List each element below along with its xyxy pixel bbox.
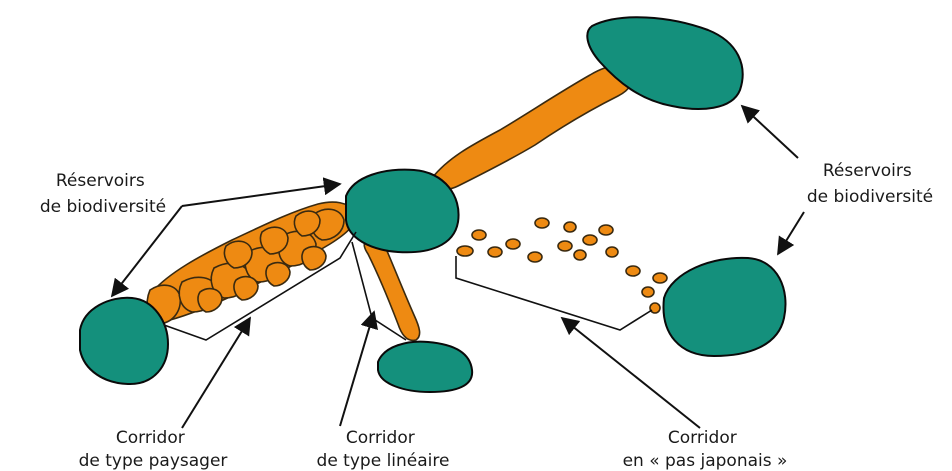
label-corridor-paysager-line2: de type paysager bbox=[79, 451, 228, 471]
label-corridor-pas-japonais-line1: Corridor bbox=[668, 428, 737, 448]
label-corridor-pas-japonais-line2: en « pas japonais » bbox=[623, 451, 788, 471]
label-reservoirs-left-line1: Réservoirs bbox=[56, 171, 145, 191]
label-corridor-pas-japonais: Corridor en « pas japonais » bbox=[623, 428, 788, 471]
label-reservoirs-left: Réservoirs de biodiversité bbox=[40, 171, 166, 217]
arrow-reservoirs-right-to-right bbox=[778, 212, 804, 254]
label-corridor-lineaire-line1: Corridor bbox=[346, 428, 415, 448]
reservoir-bottom-center bbox=[378, 342, 472, 392]
bracket-pas-japonais bbox=[456, 256, 652, 330]
reservoir-right bbox=[663, 258, 785, 356]
arrow-reservoirs-left-to-center bbox=[182, 184, 340, 206]
reservoir-left bbox=[80, 298, 168, 384]
corridor-paysager-shape bbox=[147, 202, 356, 324]
label-reservoirs-right-line1: Réservoirs bbox=[823, 161, 912, 181]
label-reservoirs-left-line2: de biodiversité bbox=[40, 197, 166, 217]
label-reservoirs-right: Réservoirs de biodiversité bbox=[807, 161, 933, 207]
corridor-top-right bbox=[432, 66, 633, 190]
corridor-pas-japonais-shape bbox=[457, 218, 667, 313]
arrow-lineaire bbox=[340, 312, 374, 426]
label-reservoirs-right-line2: de biodiversité bbox=[807, 187, 933, 207]
reservoir-center bbox=[346, 170, 459, 253]
label-corridor-lineaire: Corridor de type linéaire bbox=[317, 428, 450, 471]
label-corridor-paysager: Corridor de type paysager bbox=[79, 428, 228, 471]
arrow-reservoirs-right-to-top bbox=[742, 106, 798, 158]
label-corridor-paysager-line1: Corridor bbox=[116, 428, 185, 448]
label-corridor-lineaire-line2: de type linéaire bbox=[317, 451, 450, 471]
corridor-lineaire-shape bbox=[364, 238, 419, 340]
